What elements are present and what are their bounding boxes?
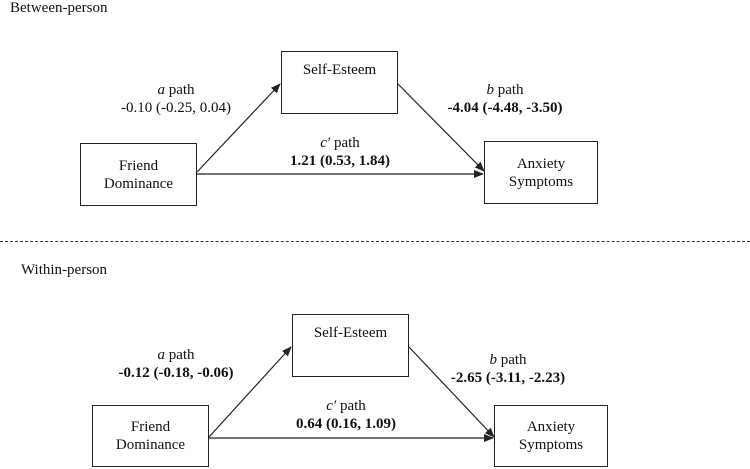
panel-divider	[0, 241, 750, 242]
predictor-label-line1: Friend	[118, 157, 159, 174]
a-path-letter: a	[157, 82, 165, 98]
b-path-estimate: -2.65 (-3.11, -2.23)	[450, 370, 566, 386]
predictor-label-line1: Friend	[130, 419, 171, 435]
outcome-label-line2: Symptoms	[518, 437, 584, 453]
a-path-arrow-within	[208, 346, 292, 438]
mediator-box-between: Self-Esteem	[281, 51, 398, 114]
mediator-label: Self-Esteem	[313, 324, 388, 341]
b-path-arrow-between	[397, 83, 485, 172]
b-path-estimate: -4.04 (-4.48, -3.50)	[447, 100, 563, 116]
predictor-label-line2: Dominance	[103, 175, 174, 192]
c-prime-path-label-within: c′ path 0.64 (0.16, 1.09)	[296, 397, 396, 433]
outcome-label-line2: Symptoms	[508, 173, 574, 190]
a-path-word: path	[168, 347, 195, 363]
b-path-word: path	[497, 82, 524, 98]
c-prime-path-letter: c′	[320, 135, 331, 151]
a-path-word: path	[168, 82, 195, 98]
a-path-estimate: -0.12 (-0.18, -0.06)	[118, 365, 234, 381]
c-prime-path-letter: c′	[326, 398, 337, 414]
c-prime-path-estimate: 0.64 (0.16, 1.09)	[296, 416, 396, 432]
b-path-letter: b	[486, 82, 494, 98]
c-prime-path-word: path	[333, 135, 360, 151]
a-path-letter: a	[157, 347, 165, 363]
panel-title-within: Within-person	[21, 262, 108, 278]
b-path-letter: b	[489, 352, 497, 368]
mediator-label: Self-Esteem	[302, 61, 377, 78]
a-path-label-within: a path -0.12 (-0.18, -0.06)	[119, 346, 234, 382]
panel-title-between: Between-person	[10, 0, 108, 16]
a-path-label-between: a path -0.10 (-0.25, 0.04)	[121, 81, 231, 117]
a-path-arrow-between	[196, 83, 281, 173]
mediator-box-within: Self-Esteem	[292, 314, 409, 377]
outcome-label-line1: Anxiety	[516, 155, 566, 172]
predictor-label-line2: Dominance	[115, 437, 186, 453]
outcome-box-within: Anxiety Symptoms	[494, 405, 608, 467]
b-path-label-between: b path -4.04 (-4.48, -3.50)	[448, 81, 563, 117]
c-prime-path-label-between: c′ path 1.21 (0.53, 1.84)	[290, 134, 390, 170]
predictor-box-between: Friend Dominance	[80, 143, 197, 206]
b-path-word: path	[500, 352, 527, 368]
b-path-label-within: b path -2.65 (-3.11, -2.23)	[451, 351, 565, 387]
outcome-label-line1: Anxiety	[526, 419, 576, 435]
c-prime-path-estimate: 1.21 (0.53, 1.84)	[290, 153, 390, 169]
outcome-box-between: Anxiety Symptoms	[484, 141, 598, 204]
a-path-estimate: -0.10 (-0.25, 0.04)	[121, 100, 231, 116]
predictor-box-within: Friend Dominance	[92, 405, 209, 467]
c-prime-path-word: path	[339, 398, 366, 414]
b-path-arrow-within	[408, 346, 495, 438]
